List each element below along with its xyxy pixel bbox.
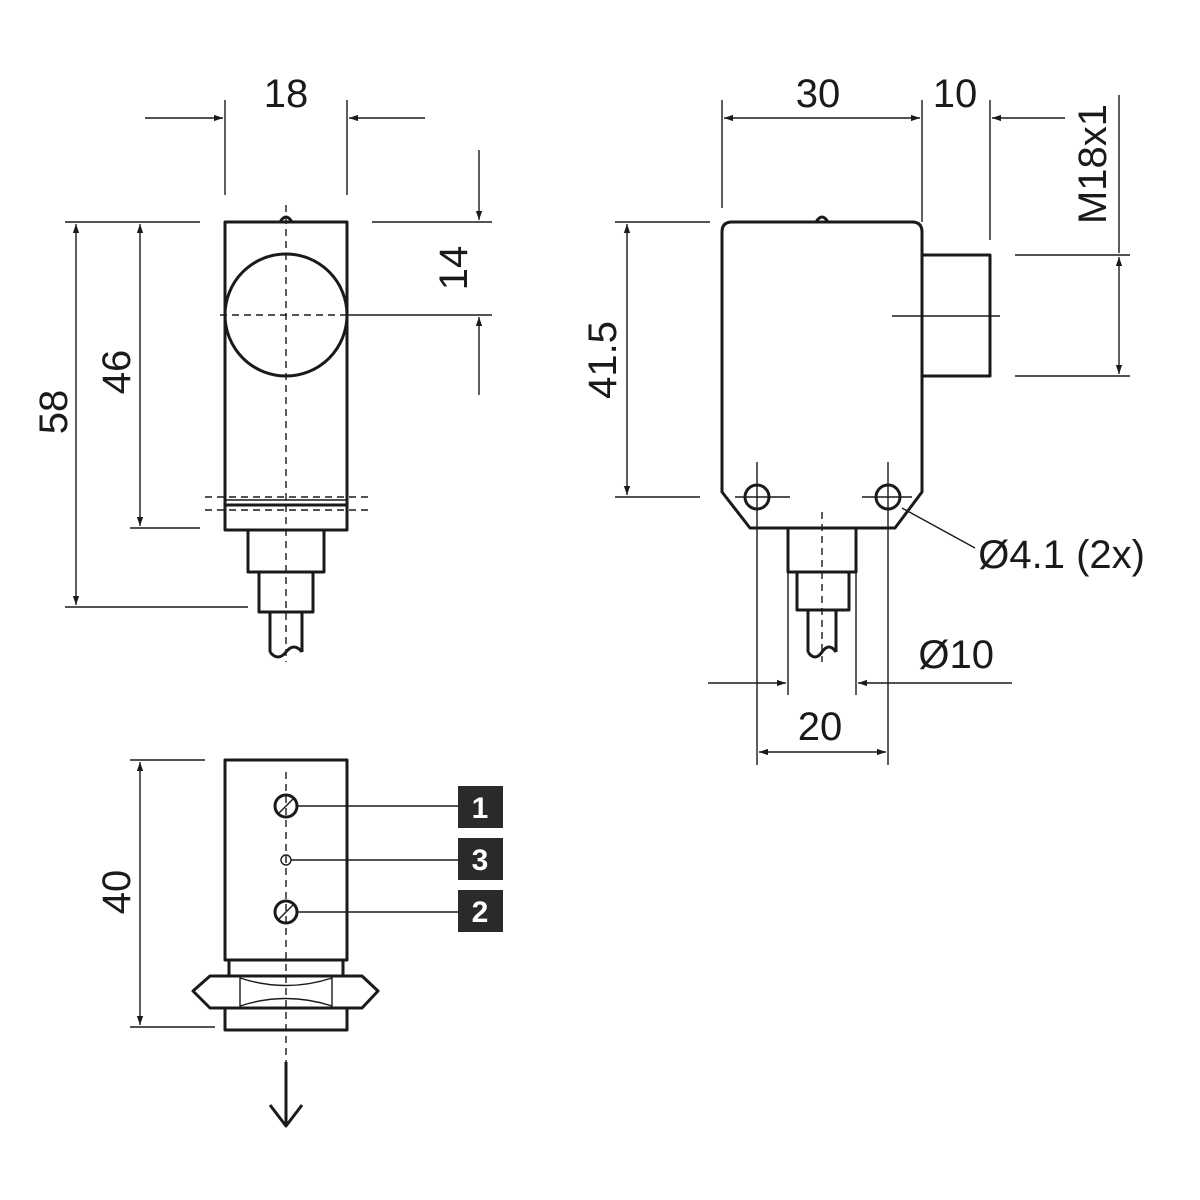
dim-width-30: 30 (796, 72, 841, 116)
connector-view: 1 3 2 40 (95, 758, 503, 1128)
dim-width-10: 10 (933, 72, 978, 116)
side-view: 30 10 M18x1 41.5 Ø4.1 (2x) Ø10 20 (581, 72, 1145, 765)
pin-label-box-2 (458, 890, 503, 932)
mounting-nut (191, 974, 380, 1010)
pin-label-box-1 (458, 786, 503, 828)
dim-spacing-20: 20 (798, 705, 843, 749)
dim-height-40: 40 (95, 870, 139, 915)
pin-label-3: 3 (472, 844, 489, 877)
pin-label-2: 2 (472, 896, 489, 929)
front-view: 18 58 46 14 (32, 72, 492, 662)
direction-arrow-icon (268, 1104, 304, 1128)
dim-thread-m18x1: M18x1 (1071, 104, 1115, 224)
dim-height-46: 46 (95, 350, 139, 395)
side-view-cable-gland (795, 570, 851, 612)
dim-hole-diameter: Ø4.1 (2x) (978, 533, 1145, 577)
dim-height-58: 58 (32, 390, 76, 435)
dim-width-18: 18 (264, 72, 309, 116)
dim-offset-14: 14 (432, 246, 476, 291)
side-view-housing (720, 220, 924, 530)
dim-cable-diameter: Ø10 (918, 633, 994, 677)
dim-height-41-5: 41.5 (581, 321, 625, 399)
pin-label-1: 1 (472, 792, 489, 825)
pin-label-box-3 (458, 838, 503, 880)
